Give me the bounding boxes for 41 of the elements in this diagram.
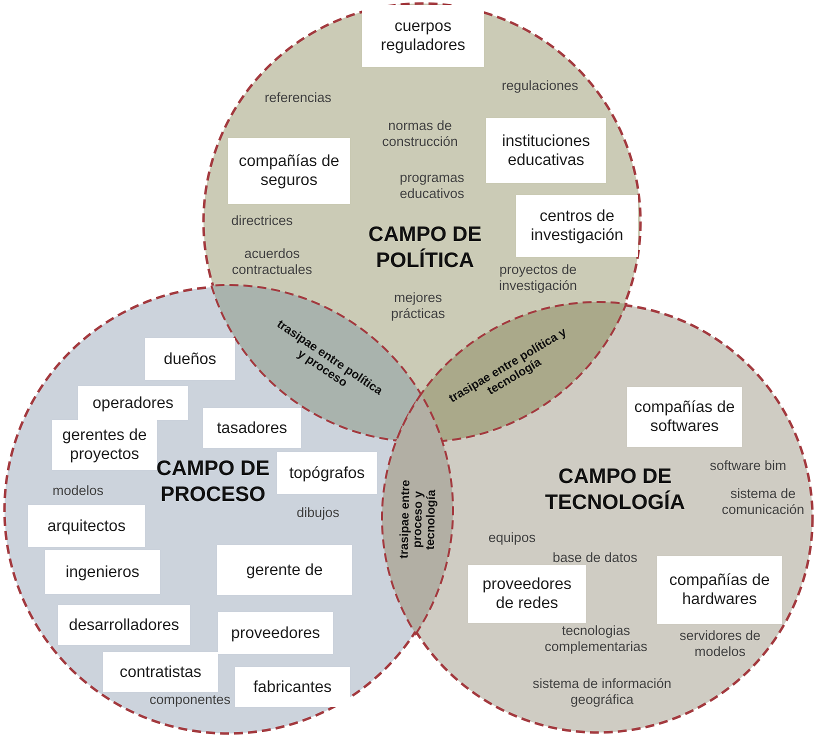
term-box: cuerpos reguladores (362, 5, 484, 67)
term-box: dueños (145, 338, 235, 380)
term-box: compañías de softwares (627, 387, 742, 447)
term-label: servidores de modelos (678, 628, 762, 660)
term-box: fabricantes (235, 667, 350, 707)
term-label: equipos (487, 530, 537, 546)
term-label: programas educativos (398, 170, 466, 202)
term-box: proveedores de redes (468, 565, 586, 623)
term-box: tasadores (203, 408, 301, 448)
field-title: CAMPO DE TECNOLOGÍA (544, 464, 686, 516)
term-box: ingenieros (45, 550, 160, 594)
term-box: instituciones educativas (486, 118, 606, 183)
term-label: acuerdos contractuales (230, 246, 314, 278)
term-label: dibujos (296, 505, 340, 521)
term-box: compañías de seguros (228, 138, 350, 204)
term-label: sistema de comunicación (720, 486, 806, 518)
term-label: modelos (51, 483, 105, 499)
term-label: sistema de información geográfica (532, 676, 672, 708)
term-label: normas de construcción (381, 118, 459, 150)
term-label: mejores prácticas (390, 290, 446, 322)
field-title: CAMPO DE PROCESO (155, 456, 271, 508)
term-label: componentes (148, 692, 232, 708)
term-label: referencias (264, 90, 332, 106)
term-box: topógrafos (277, 452, 377, 494)
overlap-label: trasipae entre proceso y tecnología (397, 478, 438, 561)
term-label: proyectos de investigación (498, 262, 578, 294)
term-box: operadores (78, 386, 188, 420)
term-label: directrices (230, 213, 294, 229)
field-title: CAMPO DE POLÍTICA (367, 222, 483, 274)
term-box: contratistas (103, 652, 218, 692)
term-label: base de datos (552, 550, 638, 566)
term-label: tecnologias complementarias (544, 623, 648, 655)
term-box: centros de investigación (516, 195, 638, 257)
term-box: compañías de hardwares (657, 556, 782, 624)
term-box: gerentes de proyectos (52, 420, 157, 470)
term-label: software bim (708, 458, 788, 474)
term-box: proveedores (218, 612, 333, 654)
term-box: desarrolladores (58, 605, 190, 645)
term-box: gerente de (217, 545, 352, 595)
term-label: regulaciones (500, 78, 580, 94)
term-box: arquitectos (28, 505, 145, 547)
